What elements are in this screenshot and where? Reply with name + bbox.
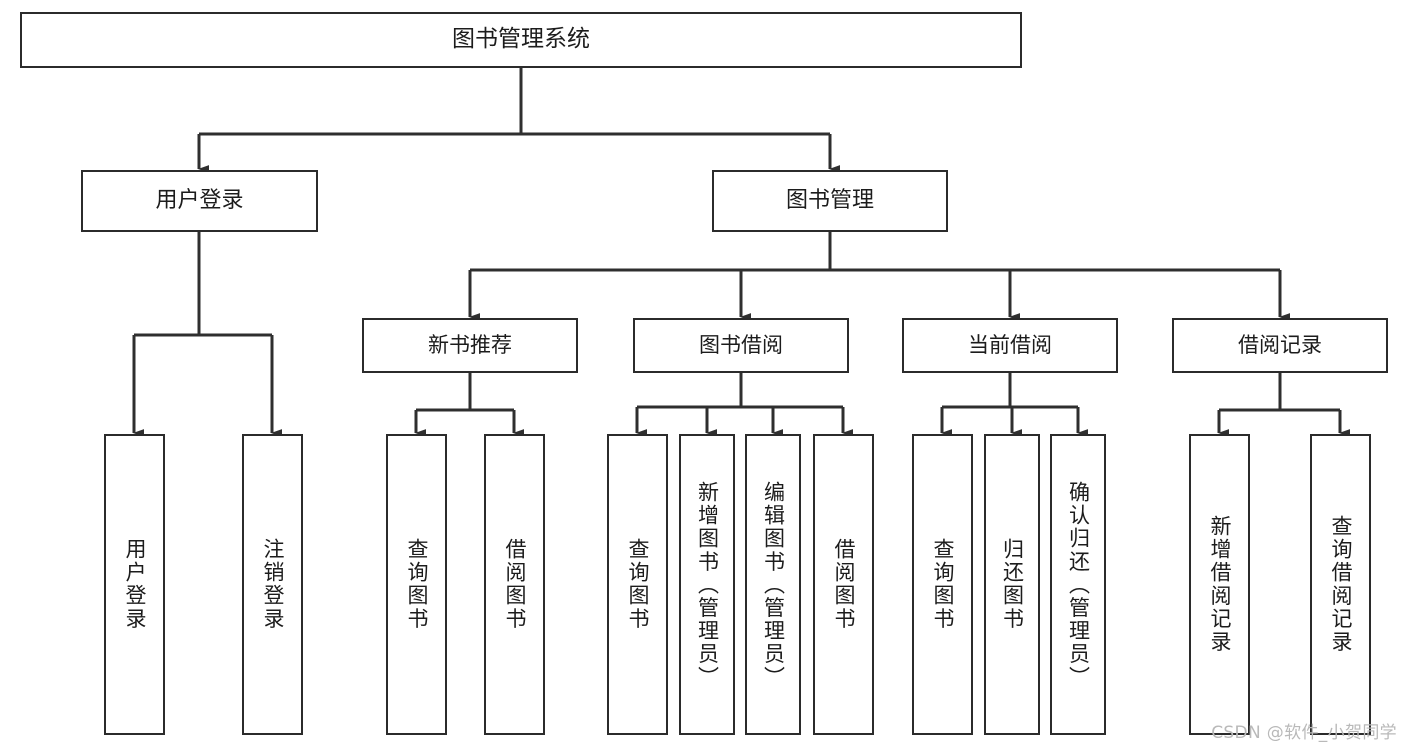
node-label: 编辑图书（管理员）	[761, 480, 786, 689]
node-label: 图书借阅	[699, 332, 783, 357]
node-label: 图书管理	[785, 187, 874, 213]
node-label: 查询图书	[931, 538, 955, 631]
node-label: 查询图书	[405, 538, 429, 631]
node-label: 确认归还（管理员）	[1066, 480, 1091, 689]
leaf-leaf-cur-query-book: 查询图书	[912, 434, 973, 735]
node-book-borrow: 图书借阅	[633, 318, 849, 373]
leaf-leaf-cur-return-book: 归还图书	[984, 434, 1040, 735]
node-label: 借阅图书	[503, 538, 527, 631]
leaf-leaf-borrow-add-book: 新增图书（管理员）	[679, 434, 735, 735]
node-label: 新增图书（管理员）	[695, 480, 720, 689]
node-label: 图书管理系统	[452, 26, 590, 53]
leaf-leaf-borrow-edit-book: 编辑图书（管理员）	[745, 434, 801, 735]
node-label: 新书推荐	[428, 332, 512, 357]
leaf-leaf-cur-confirm-return: 确认归还（管理员）	[1050, 434, 1106, 735]
node-book-manage: 图书管理	[712, 170, 948, 232]
leaf-leaf-rec-query-book: 查询图书	[386, 434, 447, 735]
leaf-leaf-rec-query-record: 查询借阅记录	[1310, 434, 1371, 735]
leaf-leaf-borrow-borrow-book: 借阅图书	[813, 434, 874, 735]
node-label: 查询图书	[626, 538, 650, 631]
node-label: 查询借阅记录	[1329, 515, 1353, 654]
node-current-borrow: 当前借阅	[902, 318, 1118, 373]
leaf-leaf-rec-borrow-book: 借阅图书	[484, 434, 545, 735]
node-label: 借阅图书	[832, 538, 856, 631]
leaf-leaf-rec-add-record: 新增借阅记录	[1189, 434, 1250, 735]
leaf-leaf-user-login: 用户登录	[104, 434, 165, 735]
node-root: 图书管理系统	[20, 12, 1022, 68]
node-label: 注销登录	[261, 538, 285, 631]
watermark-text: CSDN @软件_小贺同学	[1211, 723, 1397, 743]
node-label: 归还图书	[1000, 538, 1025, 631]
node-label: 当前借阅	[968, 332, 1052, 357]
node-label: 新增借阅记录	[1208, 515, 1232, 654]
node-new-book-rec: 新书推荐	[362, 318, 578, 373]
node-label: 借阅记录	[1238, 332, 1322, 357]
leaf-leaf-user-logout: 注销登录	[242, 434, 303, 735]
node-borrow-record: 借阅记录	[1172, 318, 1388, 373]
leaf-leaf-borrow-query-book: 查询图书	[607, 434, 668, 735]
node-user-login: 用户登录	[81, 170, 318, 232]
node-label: 用户登录	[155, 187, 244, 213]
node-label: 用户登录	[123, 538, 147, 631]
